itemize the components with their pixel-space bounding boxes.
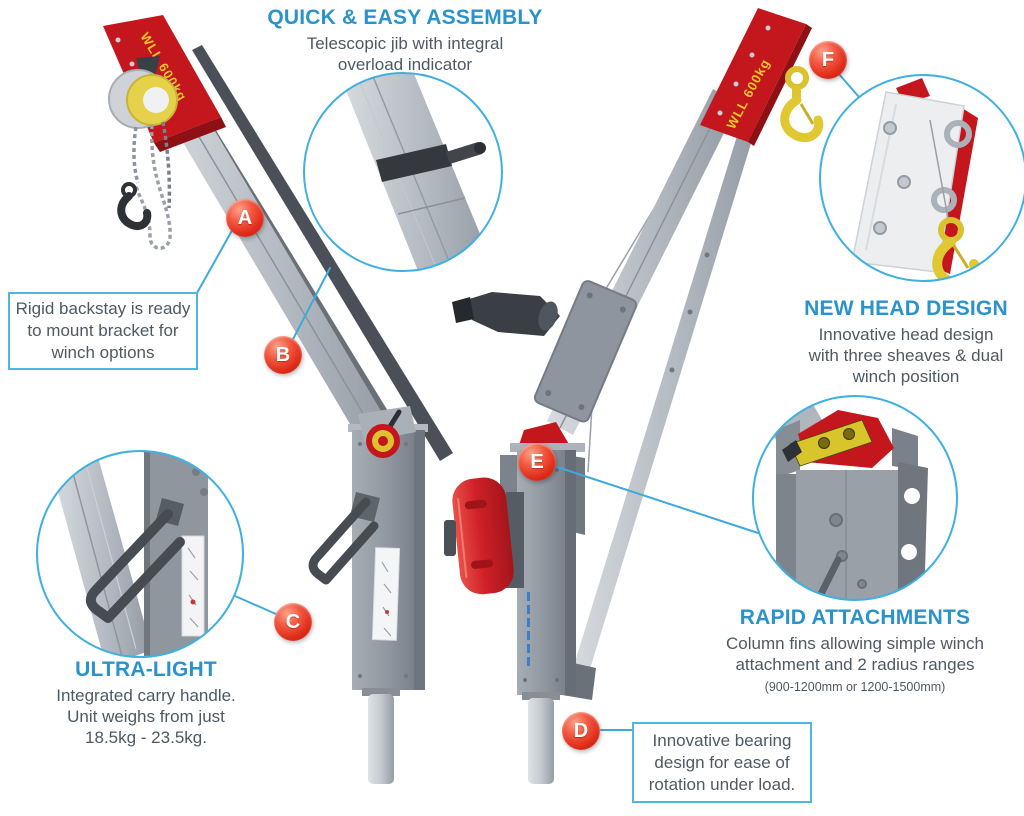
inset-rapid-attachments	[752, 395, 958, 601]
quick-assembly-line: overload indicator	[337, 55, 473, 74]
shackle	[931, 187, 957, 213]
inset-handle-loop	[85, 509, 185, 623]
connector-backstay-to-a	[196, 226, 235, 294]
connector-f-to-inset2	[837, 72, 860, 98]
callout-backstay-box: Rigid backstay is ready to mount bracket…	[8, 292, 198, 370]
new-head-line: with three sheaves & dual	[808, 346, 1004, 365]
chain-hook	[117, 192, 152, 231]
backstay-line: to mount bracket for	[27, 321, 179, 340]
ultra-light-title: ULTRA-LIGHT	[75, 658, 217, 681]
callout-ultra-light: ULTRA-LIGHT Integrated carry handle. Uni…	[36, 658, 256, 748]
inset-carry-handle	[36, 450, 244, 658]
marker-a-label: A	[237, 206, 253, 229]
marker-e: E	[518, 443, 556, 481]
chain-hoist	[108, 56, 178, 250]
new-head-line: winch position	[852, 367, 960, 386]
inset-telescopic-jib	[303, 72, 503, 272]
jib-clamp	[376, 144, 452, 182]
marker-f-label: F	[821, 48, 835, 71]
inset-head-design	[819, 74, 1024, 282]
backstay-line: Rigid backstay is ready	[15, 299, 191, 318]
brand-text-vertical	[527, 592, 530, 666]
left-backstay-strap	[192, 45, 453, 461]
marker-b-label: B	[275, 343, 291, 366]
winch-handle	[452, 292, 560, 336]
ultra-light-line: Unit weighs from just	[67, 707, 225, 726]
right-backstay	[570, 110, 760, 682]
left-crane: WLL 600kg	[103, 15, 453, 784]
winch-drum	[444, 477, 524, 595]
marker-d: D	[562, 712, 600, 750]
marker-b: B	[264, 336, 302, 374]
right-crane: WLL 600kg	[444, 8, 824, 784]
quick-assembly-title: QUICK & EASY ASSEMBLY	[267, 6, 543, 29]
new-head-title: NEW HEAD DESIGN	[804, 297, 1008, 320]
connector-inset4-to-c	[234, 595, 277, 615]
bearing-line: rotation under load.	[648, 774, 796, 794]
rapid-attachments-line: Column fins allowing simple winch	[726, 634, 984, 653]
inset-label-sticker	[181, 535, 205, 637]
left-post	[368, 694, 394, 784]
marker-f: F	[809, 41, 847, 79]
callout-quick-assembly: QUICK & EASY ASSEMBLY Telescopic jib wit…	[245, 6, 565, 75]
marker-a: A	[226, 199, 264, 237]
left-column	[308, 406, 428, 784]
connector-e-to-inset3	[556, 466, 759, 534]
right-column	[500, 443, 585, 784]
callout-bearing-box: Innovative bearing design for ease of ro…	[632, 722, 812, 803]
right-head-plate	[700, 8, 806, 142]
callout-rapid-attachments: RAPID ATTACHMENTS Column fins allowing s…	[688, 606, 1022, 695]
backstay-line: winch options	[51, 343, 155, 362]
rapid-attachments-note: (900-1200mm or 1200-1500mm)	[764, 680, 946, 694]
ultra-light-line: Integrated carry handle.	[56, 686, 236, 705]
new-head-line: Innovative head design	[818, 325, 994, 344]
marker-e-label: E	[530, 450, 544, 473]
carry-handle	[308, 497, 379, 585]
connector-b-to-inset1	[290, 267, 331, 344]
bearing-line: Innovative bearing	[652, 730, 792, 750]
shackle	[944, 120, 972, 148]
marker-c-label: C	[285, 610, 301, 633]
marker-c: C	[274, 603, 312, 641]
ultra-light-line: 18.5kg - 23.5kg.	[85, 728, 207, 747]
right-post	[528, 698, 554, 784]
column-label-sticker	[371, 547, 401, 641]
rapid-attachments-title: RAPID ATTACHMENTS	[739, 606, 971, 629]
callout-new-head: NEW HEAD DESIGN Innovative head design w…	[788, 297, 1024, 387]
rapid-attachments-line: attachment and 2 radius ranges	[735, 655, 975, 674]
bearing-line: design for ease of	[654, 752, 790, 772]
winch-mount-plate	[533, 280, 638, 423]
connector-lines	[196, 72, 860, 731]
marker-d-label: D	[573, 719, 589, 742]
lifting-hook	[780, 66, 824, 143]
quick-assembly-line: Telescopic jib with integral	[306, 34, 504, 53]
